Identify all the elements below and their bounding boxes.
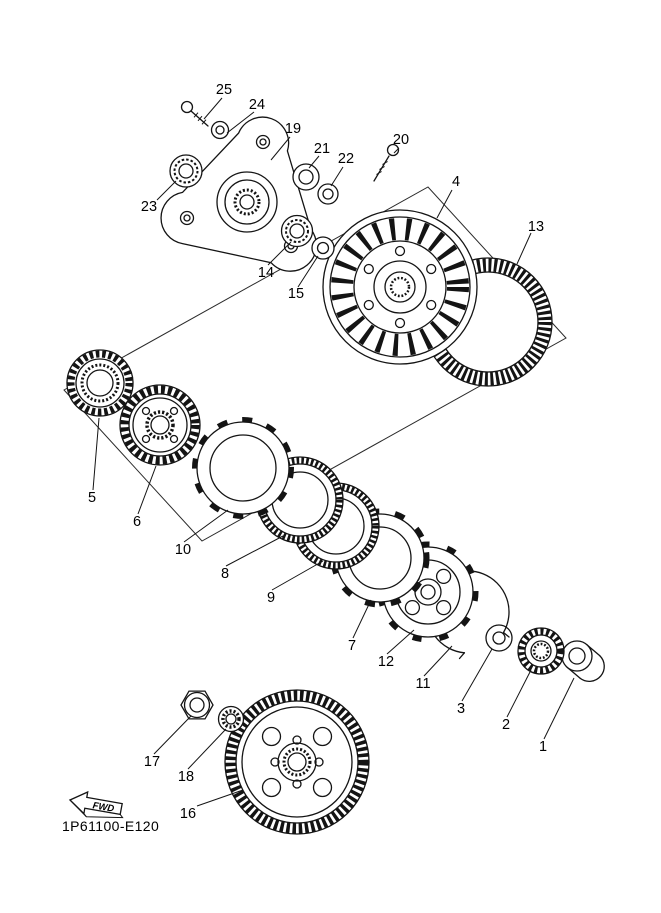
- part-callout-9: 9: [267, 590, 275, 606]
- washer-part-15: [311, 236, 335, 260]
- part-callout-22: 22: [338, 151, 354, 167]
- fwd-indicator: FWD: [68, 790, 124, 819]
- ratchet-ring-part-5: [66, 349, 134, 417]
- washer-part-21: [292, 163, 320, 191]
- part-callout-23: 23: [141, 199, 157, 215]
- nut-part-17: [180, 690, 214, 720]
- part-callout-17: 17: [144, 754, 160, 770]
- part-callout-5: 5: [88, 490, 96, 506]
- clutch-housing-part-4: [322, 209, 478, 365]
- fwd-label: FWD: [92, 800, 115, 814]
- part-callout-21: 21: [314, 141, 330, 157]
- part-callout-4: 4: [452, 174, 460, 190]
- bolt-part-25: [180, 100, 209, 127]
- part-callout-3: 3: [457, 701, 465, 717]
- part-callout-25: 25: [216, 82, 232, 98]
- part-callout-8: 8: [221, 566, 229, 582]
- bolt-part-20: [373, 143, 400, 182]
- clutch-boss-part-6: [119, 384, 201, 466]
- part-callout-10: 10: [175, 542, 191, 558]
- ring-gear-part-13: [423, 257, 553, 387]
- part-callout-11: 11: [415, 676, 430, 692]
- bearing-part-14: [280, 214, 314, 248]
- part-callout-19: 19: [285, 121, 301, 137]
- bearing-part-23: [169, 154, 203, 188]
- part-callout-18: 18: [178, 769, 194, 785]
- fwd-arrow: [68, 790, 123, 816]
- lock-washer-part-18: [217, 705, 245, 733]
- part-callout-14: 14: [258, 265, 274, 281]
- part-callout-2: 2: [502, 717, 510, 733]
- washer-part-24: [210, 120, 230, 140]
- part-callout-20: 20: [393, 132, 409, 148]
- primary-gear-part-16: [224, 689, 370, 835]
- callout-labels: 1 2 3 4 5 6 7 8 9 10 11 12 13 14 15 16 1…: [88, 82, 547, 822]
- cover-plate-part-19: [160, 116, 317, 272]
- part-callout-24: 24: [249, 97, 265, 113]
- part-callout-15: 15: [288, 286, 304, 302]
- pinion-gear-part-2: [517, 627, 565, 675]
- part-callout-7: 7: [348, 638, 356, 654]
- part-callout-13: 13: [528, 219, 544, 235]
- part-callout-1: 1: [539, 739, 547, 755]
- washer-part-3: [485, 624, 513, 652]
- part-callout-16: 16: [180, 806, 196, 822]
- leader-lines: [92, 97, 575, 807]
- collar-part-1: [561, 640, 605, 683]
- part-callout-12: 12: [378, 654, 394, 670]
- part-callout-6: 6: [133, 514, 141, 530]
- spacer-part-22: [317, 183, 339, 205]
- diagram-code: 1P61100-E120: [62, 818, 159, 834]
- clutch-plate-part-10: [192, 417, 294, 519]
